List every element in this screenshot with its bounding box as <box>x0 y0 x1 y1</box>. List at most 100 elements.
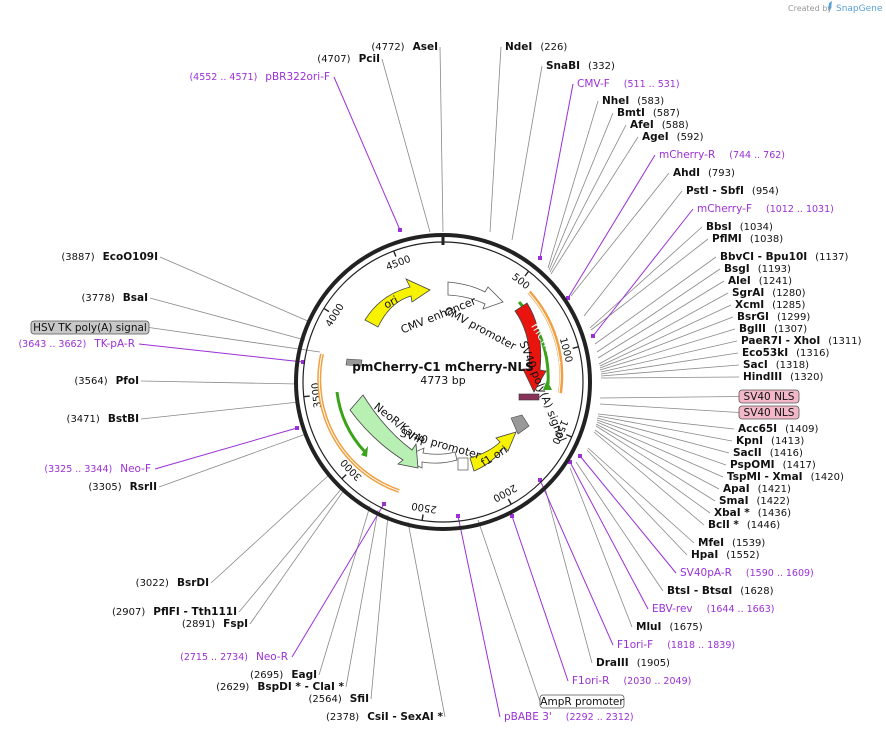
primer-label[interactable]: (3325 .. 3344)Neo-F <box>44 463 151 475</box>
enzyme-label[interactable]: PstI - SbfI(954) <box>686 185 779 197</box>
primer-site-mark <box>301 360 305 364</box>
enzyme-position: (3471) <box>67 414 100 425</box>
mcherry-feature[interactable] <box>514 302 547 393</box>
enzyme-label[interactable]: (3471)BstBI <box>67 413 139 425</box>
enzyme-label[interactable]: (3564) PfoI <box>74 375 139 387</box>
primer-label[interactable]: EBV-rev(1644 .. 1663) <box>652 603 775 615</box>
enzyme-label[interactable]: BglII(1307) <box>739 323 807 335</box>
enzyme-position: (1409) <box>785 424 818 435</box>
enzyme-label[interactable]: HindIII(1320) <box>743 371 823 383</box>
enzyme-leader-line <box>597 280 725 359</box>
enzyme-label[interactable]: AleI(1241) <box>728 275 792 287</box>
enzyme-name: TspMI - XmaI <box>727 471 803 483</box>
enzyme-label[interactable]: BtsI - BtsαI(1628) <box>667 585 774 597</box>
mcherry-orf-band <box>527 290 564 394</box>
enzyme-label[interactable]: NheI(583) <box>602 95 664 107</box>
enzyme-leader-line <box>140 380 299 385</box>
enzyme-label[interactable]: ApaI(1421) <box>723 483 791 495</box>
primer-label[interactable]: pBABE 3'(2292 .. 2312) <box>504 711 634 723</box>
primer-label[interactable]: mCherry-F(1012 .. 1031) <box>697 203 834 215</box>
enzyme-label[interactable]: XcmI(1285) <box>735 299 806 311</box>
enzyme-label[interactable]: MluI(1675) <box>636 621 703 633</box>
enzyme-leader-line <box>600 340 738 373</box>
primer-label[interactable]: (2715 .. 2734)Neo-R <box>180 651 288 663</box>
enzyme-label[interactable]: BclI *(1446) <box>708 519 780 531</box>
enzyme-position: (226) <box>540 42 567 53</box>
feature-label-box[interactable] <box>738 389 800 404</box>
scale-tick-label: 4500 <box>385 254 413 273</box>
enzyme-label[interactable]: PspOMI(1417) <box>730 459 816 471</box>
enzyme-label[interactable]: (3887)EcoO109I <box>61 251 158 263</box>
enzyme-name: AhdI <box>673 167 700 179</box>
enzyme-label[interactable]: MfeI(1539) <box>698 537 765 549</box>
enzyme-label[interactable]: BbsI(1034) <box>706 221 773 233</box>
primer-label[interactable]: CMV-F(511 .. 531) <box>577 78 680 90</box>
enzyme-label[interactable]: NdeI (226) <box>505 41 567 53</box>
enzyme-label[interactable]: SmaI(1422) <box>719 495 790 507</box>
feature-label-box[interactable] <box>30 320 150 335</box>
enzyme-label[interactable]: (3305)RsrII <box>88 481 157 493</box>
enzyme-label[interactable]: KpnI(1413) <box>736 435 804 447</box>
ori-feature[interactable] <box>364 278 431 328</box>
enzyme-position: (3564) <box>74 376 107 387</box>
enzyme-label[interactable]: XbaI *(1436) <box>714 507 791 519</box>
enzyme-position: (1034) <box>740 222 773 233</box>
enzyme-leader-line <box>158 433 307 488</box>
enzyme-label[interactable]: AgeI(592) <box>642 131 704 143</box>
enzyme-position: (1420) <box>811 472 844 483</box>
enzyme-label[interactable]: (3022)BsrDI <box>136 577 209 589</box>
enzyme-label[interactable]: Eco53kI(1316) <box>742 347 829 359</box>
primer-leader-line <box>579 455 677 574</box>
enzyme-position: (2629) <box>216 682 249 693</box>
primer-leader-line <box>592 208 694 337</box>
enzyme-label[interactable]: AhdI(793) <box>673 167 735 179</box>
enzyme-label[interactable]: (2907)PflFI - Tth111I <box>112 606 237 618</box>
enzyme-label[interactable]: AfeI(588) <box>630 119 689 131</box>
enzyme-label[interactable]: DraIII(1905) <box>596 657 670 669</box>
primer-label[interactable]: (4552 .. 4571)pBR322ori-F <box>189 71 330 83</box>
enzyme-name: MfeI <box>698 537 724 549</box>
primer-label[interactable]: F1ori-R(2030 .. 2049) <box>572 675 691 687</box>
f1-ori-feature[interactable] <box>469 431 517 472</box>
snapgene-logo-icon <box>828 1 832 11</box>
enzyme-label[interactable]: (3778)BsaI <box>81 292 148 304</box>
scale-tick-mark <box>572 346 579 349</box>
enzyme-label[interactable]: (4772)AseI <box>371 41 438 53</box>
enzyme-label[interactable]: SacII(1416) <box>733 447 803 459</box>
enzyme-label[interactable]: (2629)BspDI * - ClaI * <box>216 681 344 693</box>
enzyme-label[interactable]: (2695)EagI <box>250 669 317 681</box>
enzyme-name: AseI <box>413 41 438 53</box>
primer-label[interactable]: SV40pA-R(1590 .. 1609) <box>680 567 814 579</box>
enzyme-label[interactable]: PflMI(1038) <box>712 233 783 245</box>
primer-label[interactable]: mCherry-R(744 .. 762) <box>659 149 785 161</box>
enzyme-label[interactable]: (2378)CsiI - SexAI * <box>326 711 444 723</box>
enzyme-label[interactable]: (2891)FspI <box>182 618 248 630</box>
cmv-enhancer-feature[interactable] <box>447 281 504 310</box>
feature-leader-line <box>477 519 541 702</box>
primer-label[interactable]: F1ori-F(1818 .. 1839) <box>617 639 735 651</box>
primer-site-mark <box>566 296 570 300</box>
enzyme-label[interactable]: SnaBI(332) <box>546 60 615 72</box>
scale-tick-mark <box>323 307 330 313</box>
enzyme-label[interactable]: SacI(1318) <box>743 359 809 371</box>
enzyme-label[interactable]: BsrGI(1299) <box>737 311 810 323</box>
feature-label-box[interactable] <box>738 405 800 420</box>
neor-feature[interactable] <box>349 394 419 469</box>
feature-label-box[interactable] <box>539 694 625 709</box>
enzyme-label[interactable]: BbvCI - Bpu10I(1137) <box>720 251 849 263</box>
enzyme-label[interactable]: SgrAI(1280) <box>732 287 806 299</box>
enzyme-name: Eco53kI <box>742 347 788 359</box>
enzyme-label[interactable]: HpaI(1552) <box>691 549 760 561</box>
enzyme-name: NdeI <box>505 41 532 53</box>
enzyme-label[interactable]: BmtI(587) <box>617 107 680 119</box>
enzyme-leader-line <box>210 473 331 584</box>
enzyme-label[interactable]: (4707)PciI <box>317 53 380 65</box>
primer-label[interactable]: (3643 .. 3662)TK-pA-R <box>18 338 135 350</box>
enzyme-label[interactable]: TspMI - XmaI (1420) <box>727 471 844 483</box>
enzyme-label[interactable]: Acc65I(1409) <box>738 423 818 435</box>
enzyme-label[interactable]: BsgI(1193) <box>724 263 791 275</box>
enzyme-label[interactable]: PaeR7I - XhoI(1311) <box>741 335 862 347</box>
enzyme-label[interactable]: (2564)SfiI <box>308 693 369 705</box>
enzyme-name: PfoI <box>116 375 139 387</box>
scale-tick-mark <box>507 498 512 505</box>
